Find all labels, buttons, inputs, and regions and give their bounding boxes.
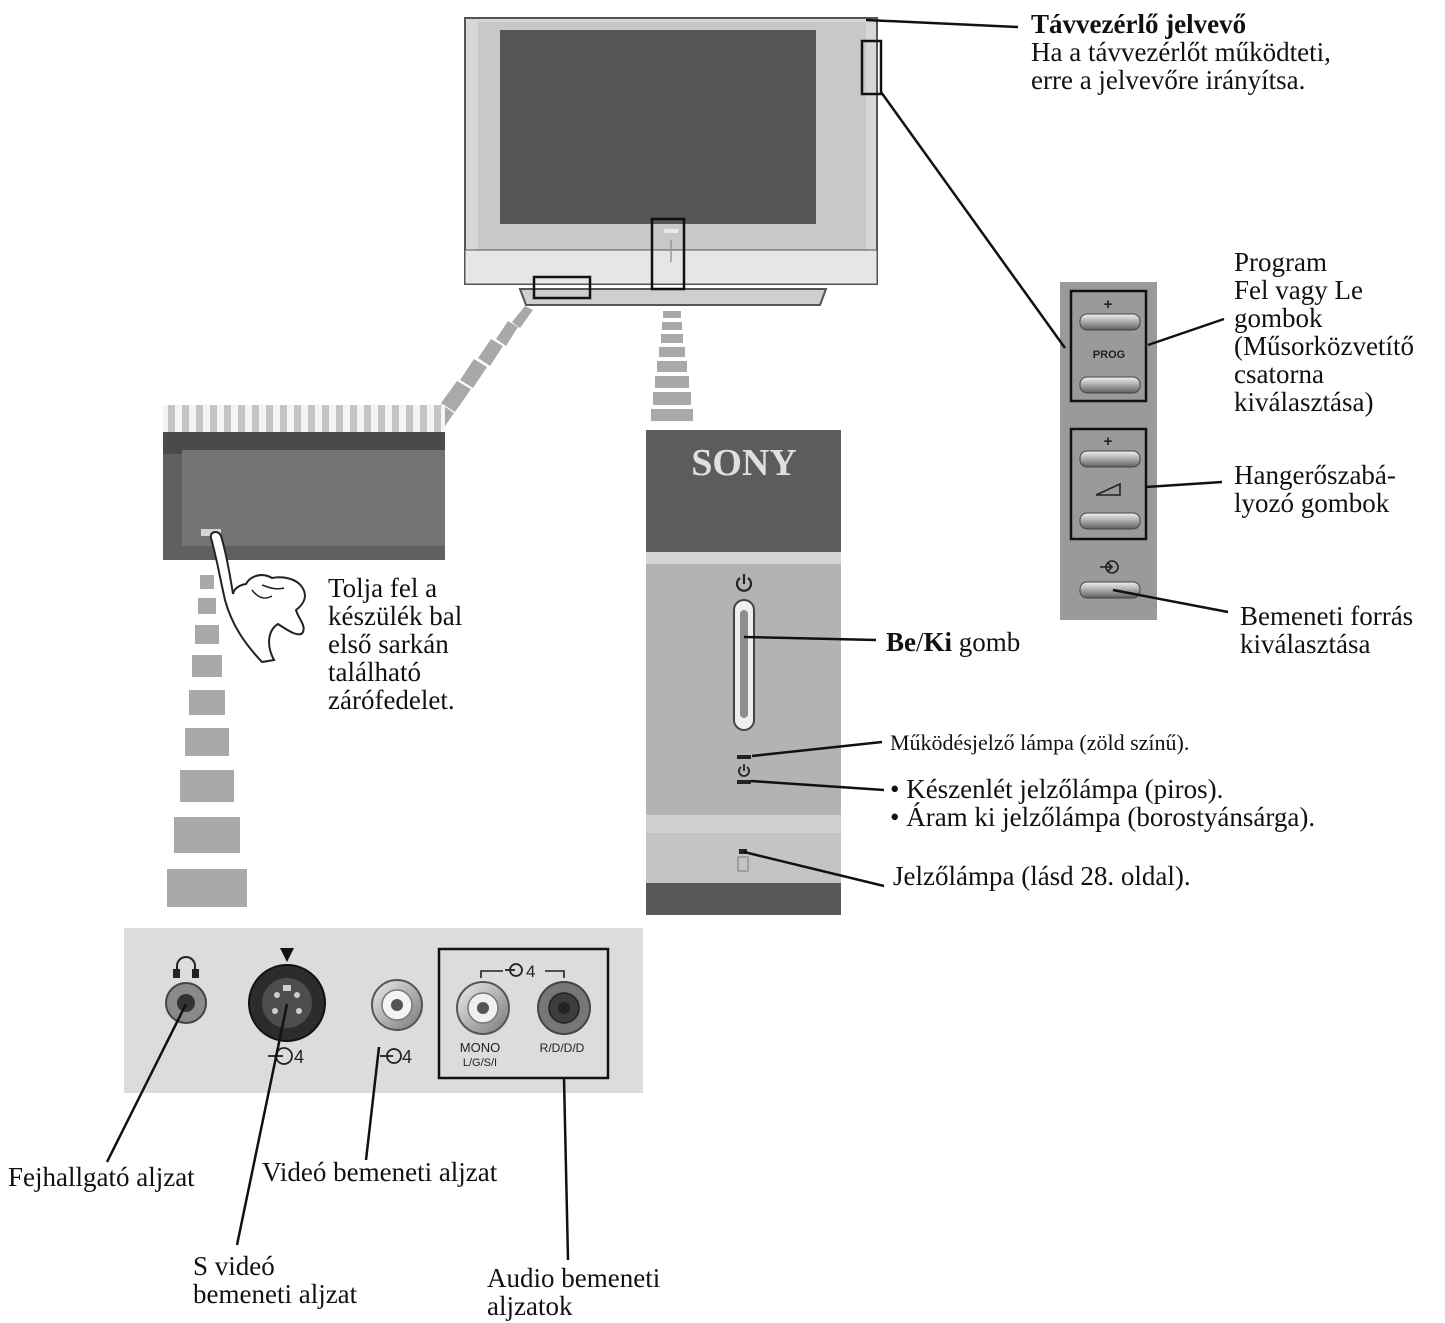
power-label-rest: gomb (952, 627, 1021, 657)
power-button-label: Be/Ki gomb (886, 628, 1020, 656)
remote-sensor-title: Távvezérlő jelvevő (1031, 9, 1247, 39)
cover-instruction-line1: Tolja fel a (328, 573, 438, 603)
volume-buttons-line1: Hangerőszabá- (1234, 460, 1396, 490)
svg-text:PROG: PROG (1093, 349, 1125, 361)
svideo-input-line1: S videó (193, 1251, 275, 1281)
svg-text:MONO: MONO (460, 1040, 500, 1055)
cover-instruction-line4: található (328, 657, 421, 687)
svg-text:R/D/D/D: R/D/D/D (540, 1041, 585, 1055)
svg-text:4: 4 (294, 1047, 304, 1067)
video-input-icon (380, 1048, 402, 1064)
svg-text:4: 4 (402, 1047, 412, 1067)
power-label-off: Ki (923, 627, 953, 657)
power-label-on: Be (886, 627, 916, 657)
input-select-line1: Bemeneti forrás (1240, 601, 1414, 631)
indicator-lamp-label: Jelzőlámpa (lásd 28. oldal). (893, 861, 1191, 891)
program-buttons-line1: Program (1234, 247, 1327, 277)
tv-stand (518, 288, 828, 306)
operation-lamp-label: Működésjelző lámpa (zöld színű). (890, 730, 1190, 755)
audio-inputs-label: Audio bemeneti aljzatok (487, 1264, 660, 1320)
power-label-slash: / (916, 627, 924, 657)
cover-instruction-line5: zárófedelet. (328, 685, 455, 715)
input-select-icon (1100, 560, 1119, 574)
brand-logo: SONY (691, 442, 797, 484)
program-buttons-line2: Fel vagy Le (1234, 275, 1363, 305)
svideo-marker-icon (280, 948, 294, 962)
leader-lines (105, 18, 1229, 1261)
front-panel-closeup: SONY (646, 430, 841, 915)
program-buttons-label: Program Fel vagy Le gombok (Műsorközvetí… (1234, 248, 1414, 416)
power-off-lamp-line: • Áram ki jelzőlámpa (borostyánsárga). (890, 802, 1316, 832)
zoom-beam-front-panel (651, 311, 693, 421)
svg-text:+: + (1104, 433, 1113, 450)
headphone-icon (173, 956, 199, 978)
audio-inputs-line1: Audio bemeneti (487, 1263, 661, 1293)
operation-lamp (737, 755, 751, 759)
program-buttons-line4: (Műsorközvetítő (1234, 331, 1414, 361)
input-select-button[interactable] (1079, 581, 1141, 599)
remote-sensor-line2: erre a jelvevőre irányítsa. (1031, 65, 1306, 95)
svg-text:4: 4 (526, 962, 535, 981)
tv-set (464, 17, 883, 306)
program-buttons-line3: gombok (1234, 303, 1323, 333)
input-select-label: Bemeneti forrás kiválasztása (1240, 602, 1413, 658)
svideo-input-label: S videó bemeneti aljzat (193, 1252, 357, 1308)
audio-inputs-line2: aljzatok (487, 1291, 573, 1321)
standby-lamp-line: • Készenlét jelzőlámpa (piros). (890, 774, 1224, 804)
power-symbol-icon (735, 574, 753, 592)
program-buttons-line5: csatorna (1234, 359, 1324, 389)
cover-instruction-line2: készülék bal (328, 601, 463, 631)
cover-instruction-line3: első sarkán (328, 629, 449, 659)
volume-buttons-label: Hangerőszabá- lyozó gombok (1234, 461, 1396, 517)
cover-instruction-label: Tolja fel a készülék bal első sarkán tal… (328, 574, 462, 714)
svg-text:L/G/S/I: L/G/S/I (463, 1057, 497, 1069)
cover-closeup (163, 405, 445, 664)
svideo-input-line2: bemeneti aljzat (193, 1279, 358, 1309)
volume-icon (1095, 482, 1121, 496)
program-up-button[interactable] (1079, 313, 1141, 331)
hand-pushing-cover (209, 531, 306, 664)
standby-symbol-icon (738, 764, 750, 777)
volume-down-button[interactable] (1079, 512, 1141, 530)
tv-screen (500, 30, 816, 224)
remote-sensor-line1: Ha a távvezérlőt működteti, (1031, 37, 1331, 67)
headphone-jack-label: Fejhallgató aljzat (8, 1162, 195, 1192)
remote-sensor-label: Távvezérlő jelvevő Ha a távvezérlőt műkö… (1031, 10, 1331, 94)
indicator-lamp (739, 849, 747, 854)
standby-lamp (737, 780, 751, 784)
standby-lamps-label: • Készenlét jelzőlámpa (piros). • Áram k… (890, 775, 1315, 831)
zoom-beam-connector-panel (167, 575, 247, 907)
connector-panel: 4 4 4 MONO L/G/S/I R/D/D/D (124, 928, 643, 1093)
remote-sensor-callout-box (860, 39, 883, 96)
svg-text:+: + (1104, 296, 1113, 313)
program-buttons-line6: kiválasztása) (1234, 387, 1374, 417)
volume-buttons-line2: lyozó gombok (1234, 488, 1390, 518)
input-select-line2: kiválasztása (1240, 629, 1371, 659)
audio-input-icon (505, 963, 523, 977)
front-panel-callout-box (650, 217, 686, 291)
program-down-button[interactable] (1079, 376, 1141, 394)
side-button-panel: + PROG + (1060, 282, 1157, 620)
volume-up-button[interactable] (1079, 450, 1141, 468)
video-input-label: Videó bemeneti aljzat (262, 1157, 498, 1187)
cover-callout-box (532, 275, 592, 300)
audio-group-box (437, 947, 610, 1080)
